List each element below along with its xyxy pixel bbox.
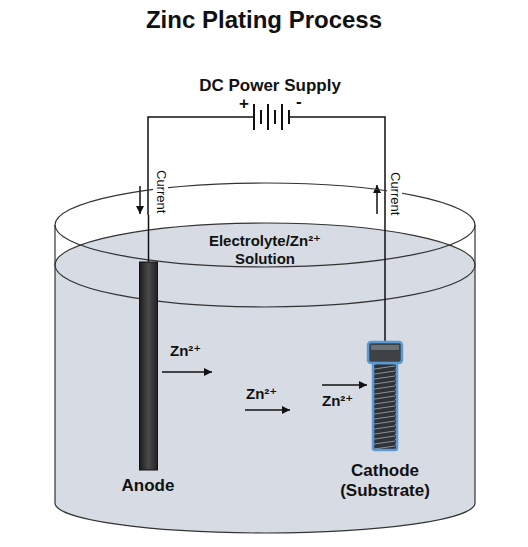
plating-tank: Electrolyte/Zn²⁺ SolutionAnode Cathode (S…	[53, 181, 477, 543]
cathode-bolt: Cathode (Substrate)	[323, 215, 447, 505]
ion-label: Zn²⁺	[170, 342, 201, 359]
bolt-shank	[373, 363, 397, 450]
anode-rod-body	[139, 262, 157, 470]
current-arrow	[139, 186, 141, 214]
ion-arrow	[245, 409, 290, 411]
bolt-head-highlight	[371, 345, 399, 350]
battery-terminal	[193, 116, 254, 118]
battery-plate	[274, 110, 276, 124]
power-wire	[148, 117, 193, 215]
cathode-lead	[384, 215, 386, 342]
diagram-title: Zinc Plating Process	[0, 6, 528, 34]
negative-terminal: -	[296, 92, 302, 112]
anode-lead	[147, 215, 149, 262]
node-label: Cathode (Substrate)	[323, 461, 447, 502]
tank-rim	[55, 183, 475, 267]
current-label: Current	[387, 170, 402, 217]
tank-wall	[55, 225, 475, 533]
ion-arrow	[162, 371, 212, 373]
battery-plate	[267, 104, 269, 130]
battery-terminal	[289, 116, 347, 118]
bolt-head	[368, 342, 402, 363]
ion-label: Zn²⁺	[246, 385, 277, 402]
ion-label: Zn²⁺	[322, 392, 353, 409]
battery-plate	[281, 104, 283, 130]
battery-plate	[253, 104, 255, 130]
node-label: Anode	[122, 476, 175, 496]
electrolyte	[55, 223, 475, 533]
node-label: Electrolyte/Zn²⁺ Solution	[180, 232, 350, 268]
battery-plate	[288, 110, 290, 124]
battery-plate	[260, 110, 262, 124]
current-label: Current	[153, 168, 168, 215]
liquid-surface	[55, 223, 475, 307]
positive-terminal: +	[239, 94, 249, 114]
dc-power-supply: DC Power Supply	[193, 76, 347, 134]
power-wire	[347, 117, 385, 215]
ion-arrow	[322, 384, 367, 386]
node-label: DC Power Supply	[199, 76, 341, 96]
